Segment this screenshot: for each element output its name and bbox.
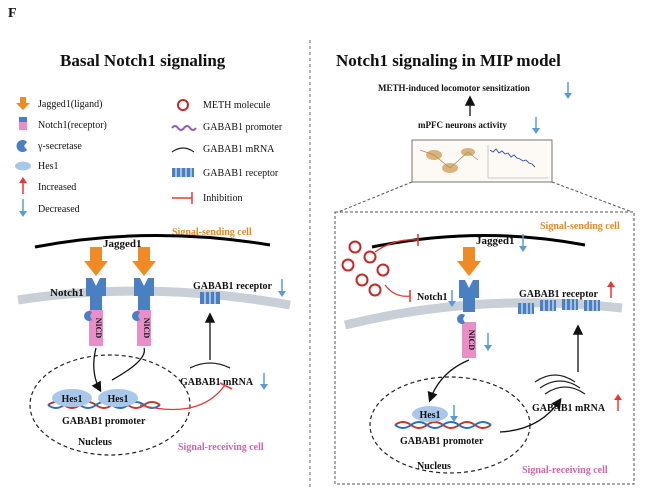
right-nucleus	[369, 376, 531, 474]
zoom-line-right	[551, 181, 633, 213]
left-promoter-label: GABAB1 promoter	[62, 416, 146, 427]
right-meth-inhibit-jagged	[374, 239, 419, 253]
left-sending-membrane	[34, 234, 271, 249]
left-hes1-protein-1	[52, 389, 92, 407]
right-notch1-label: Notch1	[417, 292, 448, 303]
legend-promoter: GABAB1 promoter	[203, 122, 283, 133]
left-hes1-label-1: Hes1	[61, 394, 82, 405]
left-signal-sending-label: Signal-sending cell	[172, 227, 252, 238]
right-sending-membrane	[371, 233, 586, 249]
left-nucleus	[29, 354, 191, 456]
jagged-icon	[16, 97, 30, 110]
right-zoom-box	[334, 211, 635, 485]
right-mrna-label: GABAB1 mRNA	[532, 403, 606, 414]
right-transcription-arrow	[499, 397, 562, 433]
right-nucleus-label: Nucleus	[417, 461, 451, 472]
legend-increased: Increased	[38, 182, 76, 193]
legend-receptor: GABAB1 receptor	[203, 168, 279, 179]
right-gaba-receptors	[518, 299, 600, 314]
right-meth-inhibit-notch	[384, 284, 411, 297]
legend-decreased: Decreased	[38, 204, 80, 215]
left-nucleus-label: Nucleus	[78, 437, 112, 448]
right-receiving-membrane	[343, 298, 623, 330]
legend-gamma: γ-secretase	[37, 141, 82, 152]
right-signal-sending-label: Signal-sending cell	[540, 221, 620, 232]
left-hes1-protein-2	[98, 389, 138, 407]
left-signal-receiving-label: Signal-receiving cell	[178, 442, 264, 453]
left-jagged-ligand-1	[84, 247, 108, 276]
left-notch-receptor-2	[132, 278, 154, 346]
gamma-secretase-icon	[16, 140, 27, 153]
legend-inhibition: Inhibition	[203, 193, 242, 204]
left-notch1-label: Notch1	[50, 287, 84, 299]
left-nicd-2: NICD	[142, 318, 151, 339]
left-jagged1-label: Jagged1	[103, 238, 142, 250]
right-jagged-ligand	[457, 247, 481, 276]
left-gaba-receptor-label: GABAB1 receptor	[193, 281, 273, 292]
right-title: Notch1 signaling in MIP model	[336, 51, 561, 70]
left-mrna-label: GABAB1 mRNA	[180, 377, 254, 388]
left-hes1-label-2: Hes1	[107, 394, 128, 405]
mrna-icon	[171, 147, 195, 153]
legend-notch: Notch1(receptor)	[38, 120, 107, 131]
right-neuron-inset	[411, 139, 553, 183]
zoom-line-left	[337, 181, 413, 213]
promoter-icon	[171, 125, 197, 131]
right-hes1-protein	[412, 406, 448, 422]
meth-molecule-icon	[177, 99, 189, 111]
legend-hes: Hes1	[38, 161, 59, 172]
figure-letter: F	[8, 6, 17, 21]
receptor-icon	[172, 168, 194, 177]
left-title: Basal Notch1 signaling	[60, 51, 226, 70]
left-inhibition-line	[139, 384, 226, 411]
notch-icon	[19, 117, 27, 122]
right-nicd: NICD	[467, 330, 476, 351]
legend-jagged: Jagged1(ligand)	[38, 99, 102, 110]
right-dna-helix	[394, 421, 492, 429]
right-jagged1-label: Jagged1	[476, 235, 515, 247]
right-notch-receptor	[457, 280, 479, 358]
legend: Jagged1(ligand) Notch1(receptor) γ-secre…	[15, 97, 283, 217]
left-nicd-to-hes1-arrow	[91, 347, 102, 393]
left-gaba-receptor	[200, 292, 220, 304]
inhibition-icon	[172, 192, 193, 204]
right-hes1-label: Hes1	[419, 410, 440, 421]
right-meth-molecules	[341, 240, 390, 297]
left-mrna-strand	[189, 362, 231, 369]
right-gaba-receptor-label: GABAB1 receptor	[519, 289, 599, 300]
right-promoter-label: GABAB1 promoter	[400, 436, 484, 447]
legend-mrna: GABAB1 mRNA	[203, 144, 275, 155]
hes1-icon	[15, 161, 31, 171]
right-signal-receiving-label: Signal-receiving cell	[522, 465, 608, 476]
right-mrna-strands	[534, 374, 586, 395]
left-nicd-1: NICD	[94, 318, 103, 339]
right-mpfc-activity: mPFC neurons activity	[418, 120, 507, 130]
legend-meth: METH molecule	[203, 100, 271, 111]
left-jagged-ligand-2	[132, 247, 156, 276]
left-notch-receptor-1	[83, 278, 106, 346]
right-nicd-to-hes1-arrow	[427, 359, 470, 403]
right-meth-sensitization: METH-induced locomotor sensitization	[378, 83, 530, 93]
